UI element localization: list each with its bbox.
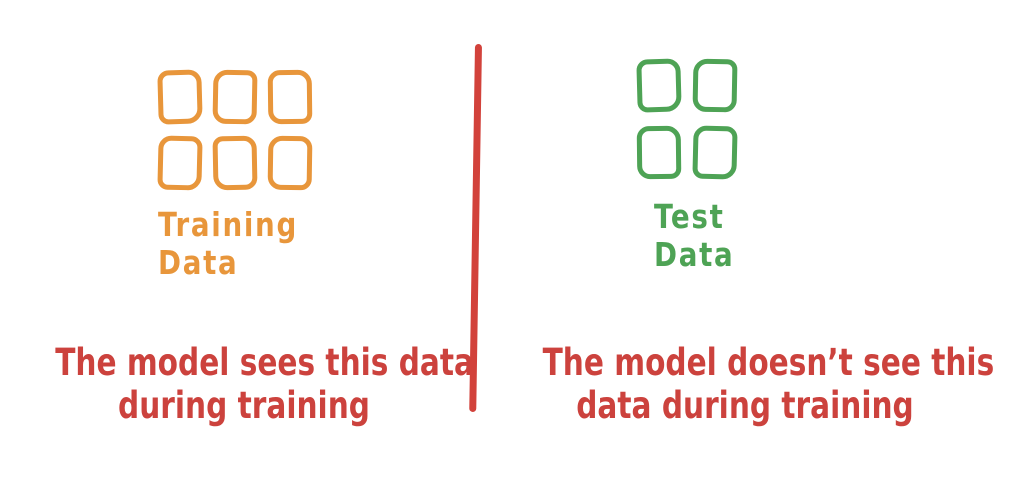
training-label-line1: Training (158, 205, 299, 244)
test-label-line1: Test (654, 197, 725, 236)
data-square (267, 69, 313, 125)
training-caption-line2: during training (118, 384, 370, 427)
training-squares-grid (157, 69, 313, 191)
test-label-line2: Data (654, 235, 735, 274)
data-square (692, 125, 738, 180)
test-caption: The model doesn’t see this data during t… (542, 341, 995, 427)
test-squares-grid (636, 58, 738, 180)
test-caption-line1: The model doesn’t see this (542, 341, 995, 384)
divider-line (469, 43, 482, 413)
data-square (267, 135, 313, 191)
data-square (212, 69, 258, 125)
data-square (636, 58, 682, 113)
training-caption: The model sees this data during training (55, 341, 475, 427)
training-caption-line1: The model sees this data (55, 341, 475, 384)
data-square (692, 58, 738, 113)
data-square (157, 69, 203, 125)
test-data-label: Test Data (654, 198, 734, 274)
data-square (212, 135, 258, 191)
training-label-line2: Data (158, 243, 239, 282)
training-data-label: Training Data (158, 206, 298, 282)
test-caption-line2: data during training (576, 384, 914, 427)
data-square (636, 125, 682, 180)
data-square (157, 135, 203, 191)
